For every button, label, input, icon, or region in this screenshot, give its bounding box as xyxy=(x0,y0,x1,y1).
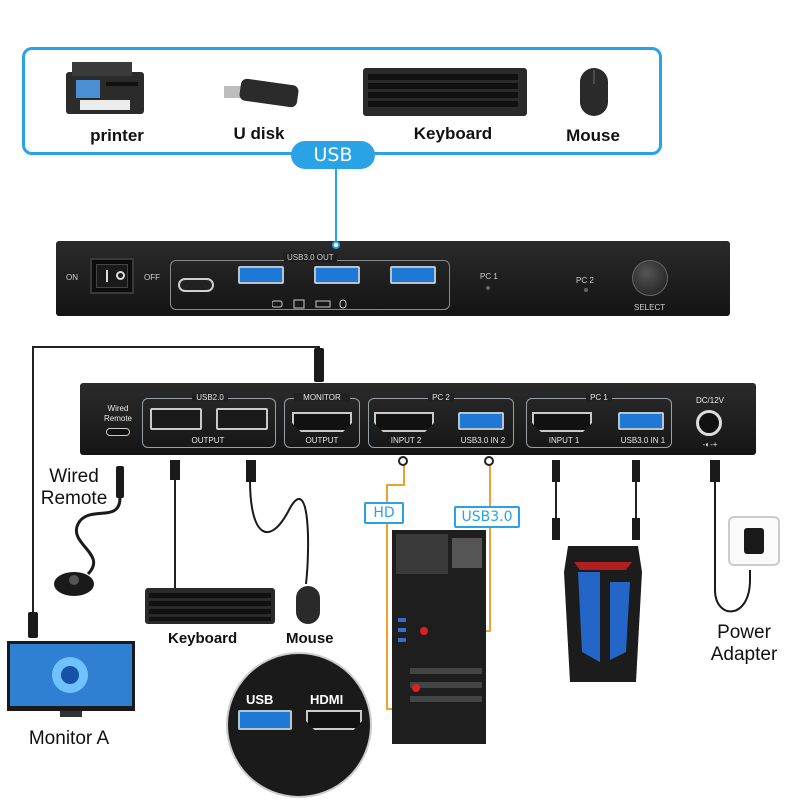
pc2-led xyxy=(584,288,588,292)
printer-label: printer xyxy=(90,126,144,145)
pc1-hdmi-plug-bottom xyxy=(552,518,560,540)
device-icons-strip xyxy=(271,296,352,309)
monitor-output-label: OUTPUT xyxy=(305,436,339,445)
usb-cable xyxy=(335,169,337,243)
keyboard-bottom-icon xyxy=(144,586,276,626)
usb30-cable-riser xyxy=(489,462,491,632)
pc1-hdmi-plug-top xyxy=(552,460,560,482)
usb-out-port-2[interactable] xyxy=(314,266,360,284)
monitor-a-label: Monitor A xyxy=(28,728,110,749)
keyboard-icon xyxy=(362,66,528,118)
usb-out-label: USB3.0 OUT xyxy=(284,253,337,262)
keyboard-cable xyxy=(174,470,176,588)
power-cable xyxy=(710,480,770,620)
usb-flash-drive-icon xyxy=(222,76,302,108)
pc2-label: PC 2 xyxy=(576,276,594,285)
inset-hdmi-label: HDMI xyxy=(310,692,344,707)
usb30-in2-label: USB3.0 IN 2 xyxy=(460,436,506,445)
keyboard-usb-plug xyxy=(170,460,180,480)
monitor-cable-left xyxy=(32,346,34,621)
usb20-output-label: OUTPUT xyxy=(191,436,225,445)
pc1-usb30-port[interactable] xyxy=(618,412,664,430)
dc-jack[interactable] xyxy=(696,410,722,436)
usb-connector-label: USB xyxy=(291,141,375,169)
monitor-hdmi-port[interactable] xyxy=(292,412,352,432)
wired-remote-port[interactable] xyxy=(106,428,130,436)
inset-hdmi-port xyxy=(306,710,362,730)
pc2-back-label: PC 2 xyxy=(428,393,454,402)
keyboard-bottom-label: Keyboard xyxy=(168,630,238,647)
mouse-bottom-icon xyxy=(296,586,320,624)
usb30-dot xyxy=(484,456,494,466)
hd-cable-left xyxy=(386,484,388,710)
off-label: OFF xyxy=(144,273,160,282)
select-button[interactable] xyxy=(632,260,668,296)
port-detail-inset: USB HDMI xyxy=(226,652,372,798)
inset-usb-port xyxy=(238,710,292,730)
select-label: SELECT xyxy=(634,303,666,312)
pc1-label: PC 1 xyxy=(480,272,498,281)
wired-remote-label: Wired Remote xyxy=(40,466,108,509)
device-mini-icons xyxy=(271,299,347,309)
power-adapter-icon xyxy=(728,516,780,566)
pc1-usb-cable xyxy=(635,480,637,520)
power-adapter-label: Power Adapter xyxy=(710,622,778,665)
keyboard-label: Keyboard xyxy=(413,124,493,143)
pc1-hdmi-port[interactable] xyxy=(532,412,592,432)
monitor-icon xyxy=(6,640,136,720)
dc-label: DC/12V xyxy=(695,396,724,405)
pc1-usb-plug-top xyxy=(632,460,640,482)
pc2-hdmi-connection-dot xyxy=(412,684,420,692)
on-label: ON xyxy=(66,273,78,282)
usb20-label: USB2.0 xyxy=(192,393,228,402)
usb2-port-2[interactable] xyxy=(216,408,268,430)
pc1-usb-plug-bottom xyxy=(632,518,640,540)
usb-out-port-1[interactable] xyxy=(238,266,284,284)
power-switch[interactable] xyxy=(90,258,134,294)
hd-dot xyxy=(398,456,408,466)
u-disk-label: U disk xyxy=(233,124,285,143)
pc1-tower-icon xyxy=(560,542,646,688)
pc2-tower-icon xyxy=(390,528,488,746)
pc1-hdmi-cable xyxy=(555,480,557,520)
monitor-cable-top xyxy=(32,346,320,348)
usb2-port-1[interactable] xyxy=(150,408,202,430)
inset-usb-label: USB xyxy=(246,692,274,707)
hdmi-plug-top xyxy=(314,348,324,382)
hd-tag: HD xyxy=(364,502,404,524)
pc1-back-label: PC 1 xyxy=(586,393,612,402)
usb30-in1-label: USB3.0 IN 1 xyxy=(620,436,666,445)
dc-polarity-icon: -◐-+ xyxy=(702,440,718,449)
wired-remote-port-label: Wired Remote xyxy=(103,404,132,423)
pc2-hdmi-port[interactable] xyxy=(374,412,434,432)
hd-cable-riser xyxy=(403,462,405,486)
usb30-tag: USB3.0 xyxy=(454,506,520,528)
mouse-usb-plug xyxy=(246,460,256,482)
input1-label: INPUT 1 xyxy=(548,436,580,445)
pc2-usb-connection-dot xyxy=(420,627,428,635)
usb-out-dot xyxy=(332,241,340,249)
wired-remote-device xyxy=(48,464,138,604)
input2-label: INPUT 2 xyxy=(390,436,422,445)
power-plug-top xyxy=(710,460,720,482)
mouse-bottom-label: Mouse xyxy=(286,630,334,647)
pc1-led xyxy=(486,286,490,290)
usb-out-port-3[interactable] xyxy=(390,266,436,284)
hdmi-plug-monitor xyxy=(28,612,38,638)
mouse-icon xyxy=(578,66,610,118)
monitor-label: MONITOR xyxy=(294,393,350,402)
usb-c-port[interactable] xyxy=(178,278,214,292)
mouse-cable xyxy=(240,478,320,588)
printer-icon xyxy=(62,58,148,118)
hd-cable-top xyxy=(386,484,404,486)
mouse-label: Mouse xyxy=(566,126,620,145)
pc2-usb30-port[interactable] xyxy=(458,412,504,430)
